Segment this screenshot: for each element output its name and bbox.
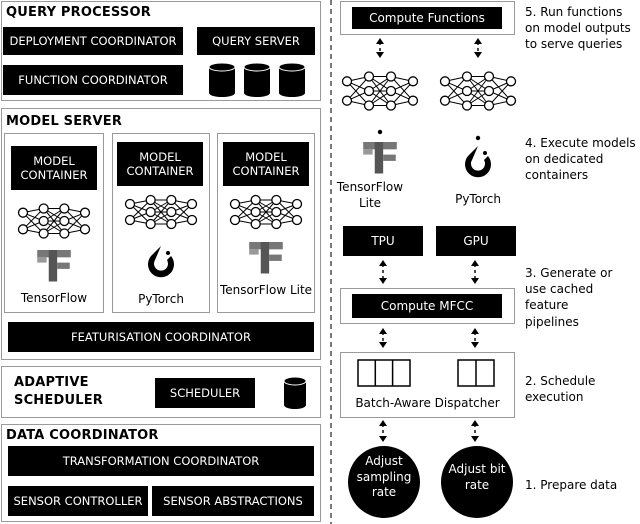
featurisation-coordinator: FEATURISATION COORDINATOR — [8, 322, 314, 352]
arrow-mfcc-dispatch-left — [379, 328, 387, 348]
step-2: 2. Schedule execution — [525, 374, 596, 405]
step-1: 1. Prepare data — [525, 478, 618, 492]
adjust-bit-node — [441, 446, 513, 518]
tf-lite-pipeline-logo-icon — [363, 142, 397, 174]
model-server-title: MODEL SERVER — [6, 114, 123, 129]
compute-functions-block: Compute Functions — [352, 7, 502, 29]
model-container-1-framework: TensorFlow — [20, 291, 88, 305]
model-container-2-label: MODEL CONTAINER — [117, 142, 203, 186]
model-container-3-label: MODEL CONTAINER — [223, 142, 309, 186]
step-3: 3. Generate or use cached feature pipeli… — [525, 266, 613, 329]
model-container-3-framework: TensorFlow Lite — [219, 283, 313, 297]
scheduler-block: SCHEDULER — [155, 378, 255, 408]
arrow-dispatch-sampling — [379, 420, 387, 442]
adjust-bit-label: Adjust bit rate — [448, 462, 506, 492]
arrow-tpu-mfcc — [379, 260, 387, 284]
arrow-gpu-mfcc — [471, 260, 479, 284]
sensor-controller: SENSOR CONTROLLER — [8, 486, 148, 516]
model-container-2-framework: PyTorch — [138, 292, 184, 306]
arrow-functions-pytorch — [474, 38, 482, 58]
arrow-dispatch-bit — [471, 420, 479, 442]
tpu-block: TPU — [343, 226, 423, 256]
deployment-coordinator: DEPLOYMENT COORDINATOR — [3, 27, 183, 55]
step-5: 5. Run functions on model outputs to ser… — [525, 5, 631, 52]
tf-lite-network-icon — [341, 71, 419, 111]
step-4: 4. Execute models on dedicated container… — [525, 136, 636, 183]
arrow-mfcc-dispatch-right — [471, 328, 479, 348]
adjust-sampling-label: Adjust sampling rate — [356, 454, 412, 500]
adjust-sampling-node — [348, 446, 420, 518]
sensor-abstractions: SENSOR ABSTRACTIONS — [152, 486, 314, 516]
compute-mfcc-block: Compute MFCC — [352, 294, 502, 318]
dispatcher-label: Batch-Aware Dispatcher — [355, 396, 500, 410]
query-server: QUERY SERVER — [197, 27, 315, 55]
adaptive-scheduler-title: ADAPTIVE SCHEDULER — [14, 375, 103, 408]
transformation-coordinator: TRANSFORMATION COORDINATOR — [8, 446, 314, 476]
data-coordinator-title: DATA COORDINATOR — [6, 428, 159, 443]
pytorch-network-icon — [439, 71, 517, 111]
pytorch-pipeline-logo-icon — [465, 146, 492, 178]
model-container-1-label: MODEL CONTAINER — [11, 146, 97, 190]
tf-lite-label: TensorFlow Lite — [336, 180, 404, 210]
query-processor-title: QUERY PROCESSOR — [6, 5, 151, 20]
function-coordinator: FUNCTION COORDINATOR — [3, 65, 183, 95]
arrow-functions-tflite — [376, 38, 384, 58]
gpu-block: GPU — [436, 226, 516, 256]
pytorch-label: PyTorch — [455, 192, 501, 206]
